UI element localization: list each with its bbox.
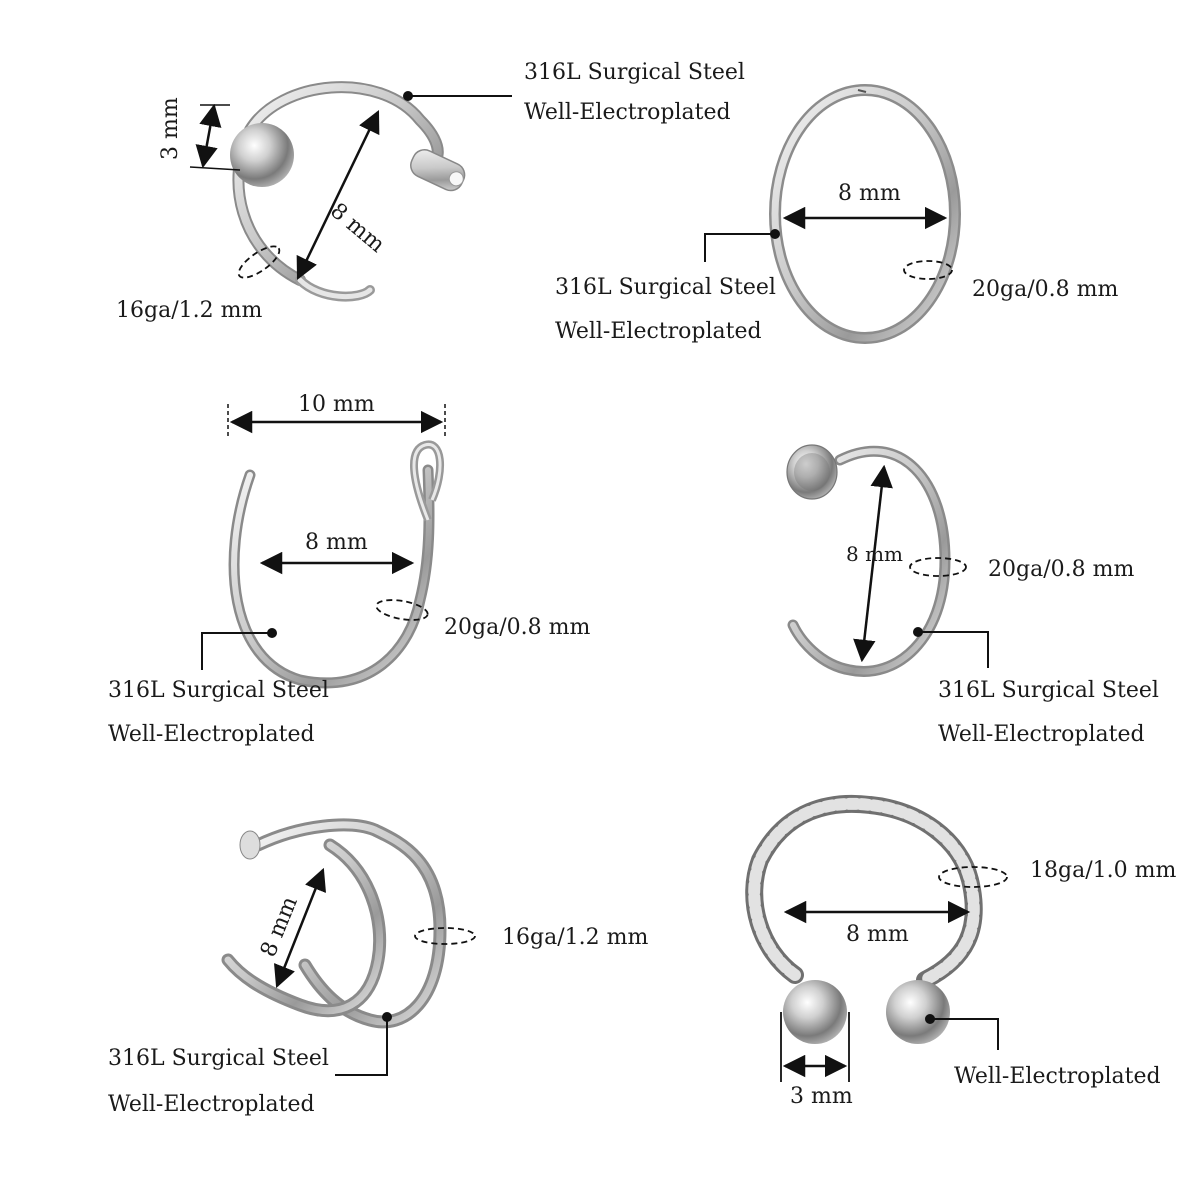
flat-disc-hoop [786,444,951,677]
p3-finish-label: Well-Electroplated [108,722,315,747]
p5-finish-label: Well-Electroplated [108,1092,315,1117]
p3-gauge-label: 20ga/0.8 mm [444,615,591,640]
p2-diameter-label: 8 mm [838,181,901,206]
p2-gauge-label: 20ga/0.8 mm [972,277,1119,302]
ring-ball-closure [230,81,466,302]
p3-material-label: 316L Surgical Steel [108,678,329,703]
p2-material-label: 316L Surgical Steel [555,275,776,300]
p5-gauge-label: 16ga/1.2 mm [502,925,649,950]
p1-bead-size-label: 3 mm [158,97,183,160]
u-hoop-loop-end [228,440,445,689]
p6-finish-label: Well-Electroplated [954,1064,1161,1089]
p1-gauge-label: 16ga/1.2 mm [116,298,263,323]
p6-diameter-label: 8 mm [846,922,909,947]
double-spiral-hoop [221,818,447,1029]
p3-diameter-label: 8 mm [305,530,368,555]
p1-finish-label: Well-Electroplated [524,100,731,125]
twisted-horseshoe [745,794,983,1044]
p4-material-label: 316L Surgical Steel [938,678,1159,703]
p6-gauge-label: 18ga/1.0 mm [1030,858,1177,883]
p4-finish-label: Well-Electroplated [938,722,1145,747]
p5-material-label: 316L Surgical Steel [108,1046,329,1071]
p4-diameter-label: 8 mm [846,542,904,566]
seamless-hoop [769,84,961,344]
p6-bead-size-label: 3 mm [790,1084,853,1109]
p2-finish-label: Well-Electroplated [555,319,762,344]
p4-gauge-label: 20ga/0.8 mm [988,557,1135,582]
p3-width-label: 10 mm [298,392,375,417]
p1-material-label: 316L Surgical Steel [524,60,745,85]
